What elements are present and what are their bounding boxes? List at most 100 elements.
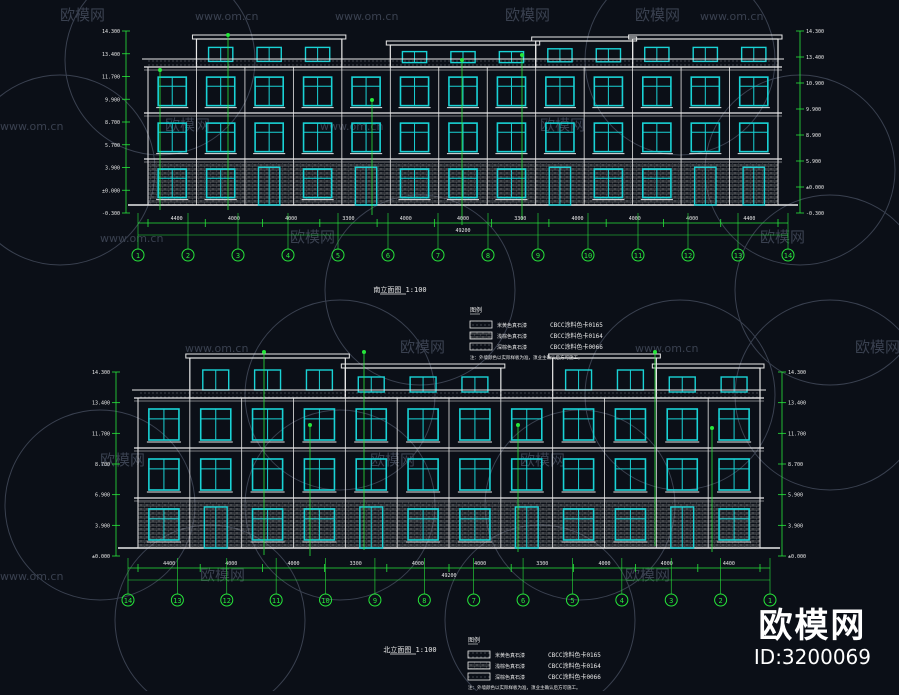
span-label: 4000 — [686, 216, 698, 222]
axis-bubble — [220, 593, 234, 607]
legend-code: CBCC涂料色卡0066 — [548, 673, 601, 681]
axis-label: 4 — [286, 252, 290, 260]
axis-label: 13 — [734, 252, 742, 260]
axis-label: 10 — [321, 597, 329, 605]
watermark-site: www.om.cn — [700, 10, 763, 23]
axis-bubble — [531, 248, 545, 262]
legend-swatch — [467, 672, 491, 681]
axis-label: 3 — [236, 252, 240, 260]
level-label: 13.400 — [806, 55, 824, 61]
legend-code: CBCC涂料色卡0165 — [550, 321, 603, 329]
watermark-brand: 欧模网 — [625, 566, 670, 584]
south-elevation: 14.30013.40011.7009.9008.7005.7003.900±0… — [102, 29, 824, 295]
axis-label: 9 — [536, 252, 540, 260]
legend-swatch — [467, 661, 491, 670]
watermark-site: www.om.cn — [0, 570, 63, 583]
watermark-brand: 欧模网 — [400, 338, 445, 356]
span-label: 4000 — [228, 216, 240, 222]
watermark-site: www.om.cn — [185, 342, 248, 355]
axis-label: 1 — [768, 597, 772, 605]
level-label: 3.900 — [105, 166, 120, 172]
level-label: 5.900 — [788, 493, 803, 499]
axis-label: 8 — [486, 252, 490, 260]
axis-bubble — [170, 593, 184, 607]
legend-note: 注：外墙颜色以实际样板为准，须业主确认后方可施工。 — [468, 684, 581, 691]
brand-name: 欧模网 — [758, 606, 867, 646]
axis-bubble — [231, 248, 245, 262]
axis-label: 7 — [472, 597, 476, 605]
axis-label: 14 — [124, 597, 132, 605]
axis-label: 11 — [272, 597, 280, 605]
level-label: 11.700 — [102, 75, 120, 81]
level-label: 14.300 — [102, 29, 120, 35]
axis-label: 11 — [634, 252, 642, 260]
watermark-brand: 欧模网 — [635, 6, 680, 24]
level-label: 3.900 — [95, 523, 110, 529]
span-label: 4000 — [572, 216, 584, 222]
level-label: 8.700 — [105, 120, 120, 126]
span-label: 4000 — [285, 216, 297, 222]
axis-label: 13 — [173, 597, 181, 605]
legend-swatch — [469, 342, 493, 351]
level-label: 5.900 — [806, 159, 821, 165]
axis-bubble — [331, 248, 345, 262]
legend-note: 注：外墙颜色以实际样板为准，须业主确认后方可施工。 — [470, 354, 583, 361]
axis-bubble — [681, 248, 695, 262]
axis-bubble — [269, 593, 283, 607]
legend-code: CBCC涂料色卡0164 — [550, 332, 603, 340]
level-label: ±0.000 — [806, 185, 824, 191]
axis-bubble — [763, 593, 777, 607]
level-label: 8.900 — [806, 133, 821, 139]
legend-swatch — [467, 650, 491, 659]
span-label: 4000 — [400, 216, 412, 222]
axis-label: 2 — [186, 252, 190, 260]
level-label: -0.300 — [806, 211, 824, 217]
legend-desc: 深棕色真石漆 — [495, 674, 525, 681]
axis-label: 12 — [684, 252, 692, 260]
legend-code: CBCC涂料色卡0164 — [548, 662, 601, 670]
axis-bubble — [431, 248, 445, 262]
level-label: 5.700 — [105, 143, 120, 149]
elevation-title: 南立面图 1:100 — [373, 285, 426, 294]
cornice — [185, 353, 350, 359]
axis-label: 5 — [570, 597, 574, 605]
span-label: 3300 — [514, 216, 526, 222]
axis-label: 12 — [223, 597, 231, 605]
legend-desc: 米黄色真石漆 — [497, 322, 527, 329]
axis-bubble — [615, 593, 629, 607]
axis-label: 5 — [336, 252, 340, 260]
legend-heading: 图例 — [470, 306, 482, 314]
watermark-site: www.om.cn — [195, 10, 258, 23]
level-label: -0.300 — [102, 211, 120, 217]
elevation-title: 北立面图 1:100 — [383, 645, 436, 654]
span-label: 4400 — [723, 561, 735, 567]
level-label: 14.300 — [92, 370, 110, 376]
span-label: 4000 — [598, 561, 610, 567]
legend-code: CBCC涂料色卡0066 — [550, 343, 603, 351]
watermark-brand: 欧模网 — [200, 566, 245, 584]
axis-bubble — [467, 593, 481, 607]
axis-bubble — [381, 248, 395, 262]
axis-bubble — [281, 248, 295, 262]
axis-bubble — [714, 593, 728, 607]
cornice — [651, 363, 765, 369]
cornice — [548, 353, 661, 359]
axis-bubble — [581, 248, 595, 262]
axis-label: 4 — [620, 597, 624, 605]
total-span-label: 49200 — [455, 228, 470, 234]
cornice — [340, 363, 506, 369]
axis-bubble — [319, 593, 333, 607]
level-label: ±0.000 — [102, 188, 120, 194]
axis-label: 6 — [521, 597, 525, 605]
level-label: 14.300 — [806, 29, 824, 35]
span-label: 4400 — [743, 216, 755, 222]
legend-heading: 图例 — [468, 636, 480, 644]
axis-bubble — [121, 593, 135, 607]
level-label: ±0.000 — [788, 554, 806, 560]
total-span-label: 49200 — [441, 573, 456, 579]
roof-railing — [138, 390, 760, 398]
axis-bubble — [131, 248, 145, 262]
cornice — [385, 40, 541, 46]
